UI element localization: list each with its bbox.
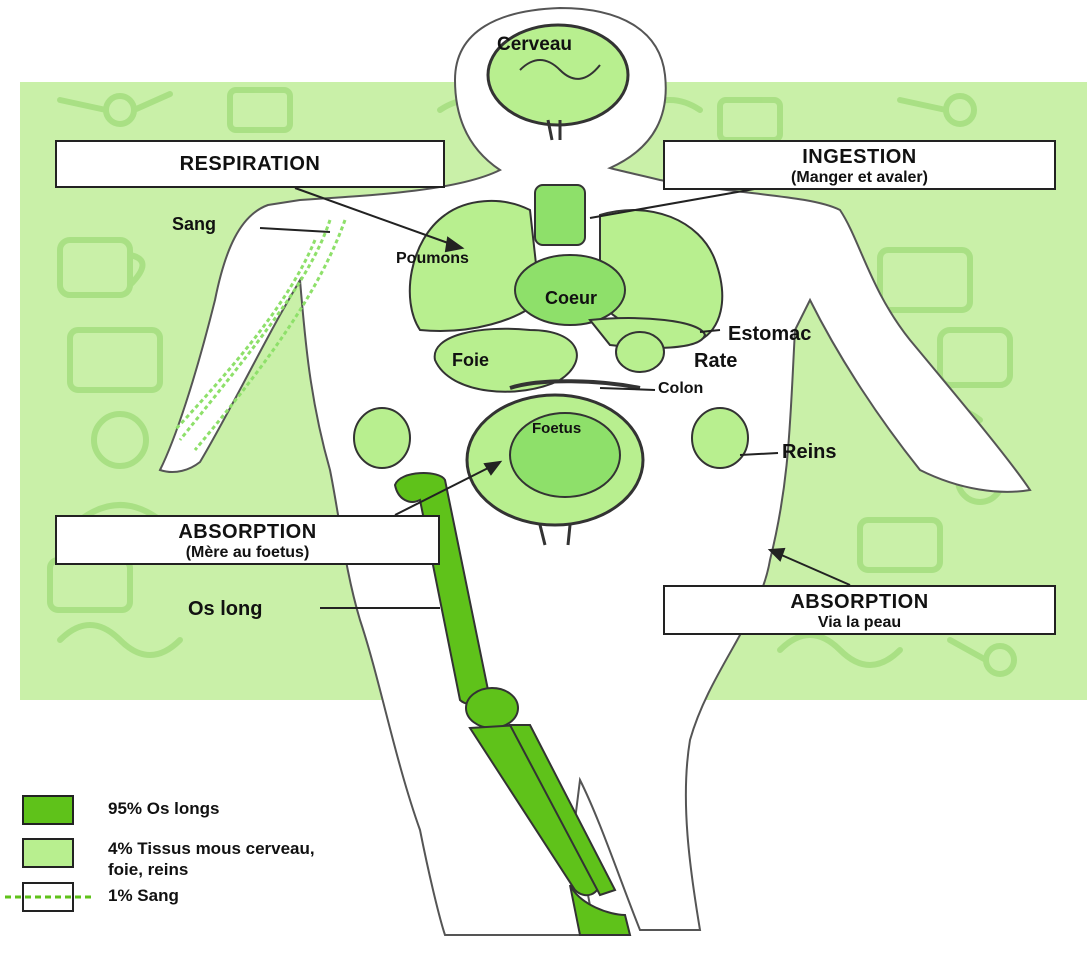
- label-coeur: Coeur: [545, 288, 597, 309]
- ingestion-subtitle: (Manger et avaler): [665, 168, 1054, 188]
- label-foie: Foie: [452, 350, 489, 371]
- label-os-long: Os long: [188, 598, 262, 621]
- legend-soft-line2: foie, reins: [108, 859, 188, 880]
- kidney-left: [354, 408, 410, 468]
- absorption-peau-title: ABSORPTION: [665, 591, 1054, 613]
- spleen-organ: [616, 332, 664, 372]
- label-rate: Rate: [694, 350, 737, 373]
- legend-bone-text: 95% Os longs: [108, 798, 219, 819]
- label-estomac: Estomac: [728, 323, 811, 346]
- legend-swatch-bone: [22, 795, 74, 825]
- respiration-title: RESPIRATION: [57, 142, 443, 186]
- absorption-foetus-title: ABSORPTION: [57, 521, 438, 543]
- absorption-peau-subtitle: Via la peau: [665, 613, 1054, 633]
- ingestion-title: INGESTION: [665, 146, 1054, 168]
- label-reins: Reins: [782, 441, 836, 464]
- legend-swatch-soft-tissue: [22, 838, 74, 868]
- label-sang: Sang: [172, 214, 216, 235]
- legend-soft-line1: 4% Tissus mous cerveau,: [108, 838, 315, 859]
- absorption-peau-box: ABSORPTION Via la peau: [663, 585, 1056, 635]
- label-foetus: Foetus: [532, 420, 581, 437]
- legend-blood-text: 1% Sang: [108, 885, 179, 906]
- label-poumons: Poumons: [396, 250, 469, 268]
- kidney-right: [692, 408, 748, 468]
- legend-blood-line: [5, 892, 95, 902]
- respiration-box: RESPIRATION: [55, 140, 445, 188]
- label-cerveau: Cerveau: [497, 34, 572, 56]
- label-colon: Colon: [658, 380, 703, 398]
- ingestion-box: INGESTION (Manger et avaler): [663, 140, 1056, 190]
- absorption-foetus-box: ABSORPTION (Mère au foetus): [55, 515, 440, 565]
- absorption-foetus-subtitle: (Mère au foetus): [57, 543, 438, 563]
